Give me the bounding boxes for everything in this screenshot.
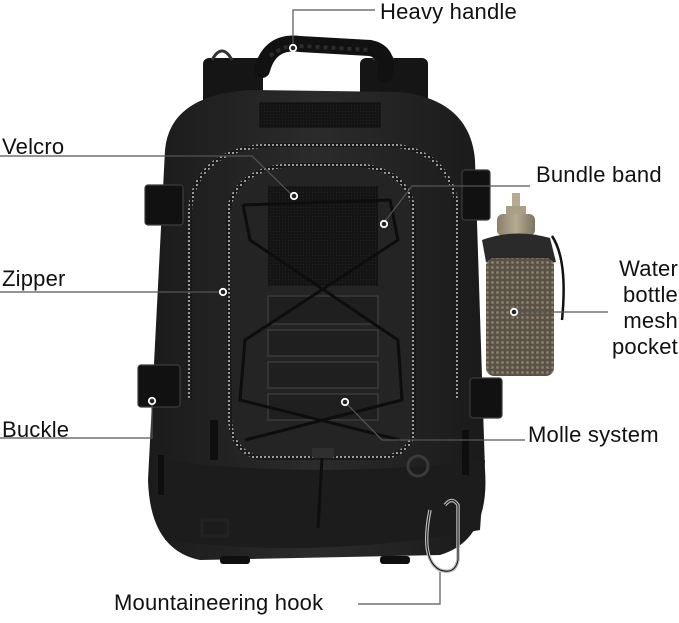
label-line: Water bbox=[619, 256, 678, 281]
marker-molle bbox=[340, 397, 350, 407]
callout-line-mountaineering-hook bbox=[358, 572, 441, 605]
heavy-handle-graphic bbox=[254, 35, 394, 83]
marker-buckle bbox=[147, 396, 157, 406]
label-buckle: Buckle bbox=[2, 417, 70, 442]
marker-bundle-band bbox=[379, 219, 389, 229]
marker-velcro bbox=[289, 191, 299, 201]
water-bottle-pocket-graphic bbox=[482, 193, 565, 376]
callout-markers bbox=[147, 43, 519, 407]
marker-water-bottle bbox=[509, 307, 519, 317]
callout-line-bundle-band bbox=[382, 185, 530, 225]
label-line: mesh bbox=[623, 308, 678, 333]
marker-zipper bbox=[218, 287, 228, 297]
label-velcro: Velcro bbox=[2, 134, 65, 159]
callout-line-molle bbox=[344, 401, 525, 441]
label-line: bottle bbox=[622, 282, 678, 307]
mountaineering-hook-graphic bbox=[424, 498, 460, 573]
callout-line-heavy-handle bbox=[292, 9, 375, 47]
label-line: pocket bbox=[611, 334, 678, 359]
label-molle-system: Molle system bbox=[528, 422, 659, 447]
label-zipper: Zipper bbox=[2, 266, 66, 291]
label-water-bottle-mesh-pocket: Water bottle mesh pocket bbox=[598, 256, 678, 360]
callout-line-velcro bbox=[0, 155, 294, 197]
label-bundle-band: Bundle band bbox=[536, 162, 662, 187]
side-buckles bbox=[137, 169, 503, 419]
marker-heavy-handle bbox=[288, 43, 298, 53]
label-mountaineering-hook: Mountaineering hook bbox=[114, 590, 324, 615]
callout-line-buckle bbox=[0, 402, 153, 439]
callout-lines bbox=[0, 9, 608, 605]
backpack-body bbox=[148, 90, 486, 564]
label-heavy-handle: Heavy handle bbox=[380, 0, 517, 24]
